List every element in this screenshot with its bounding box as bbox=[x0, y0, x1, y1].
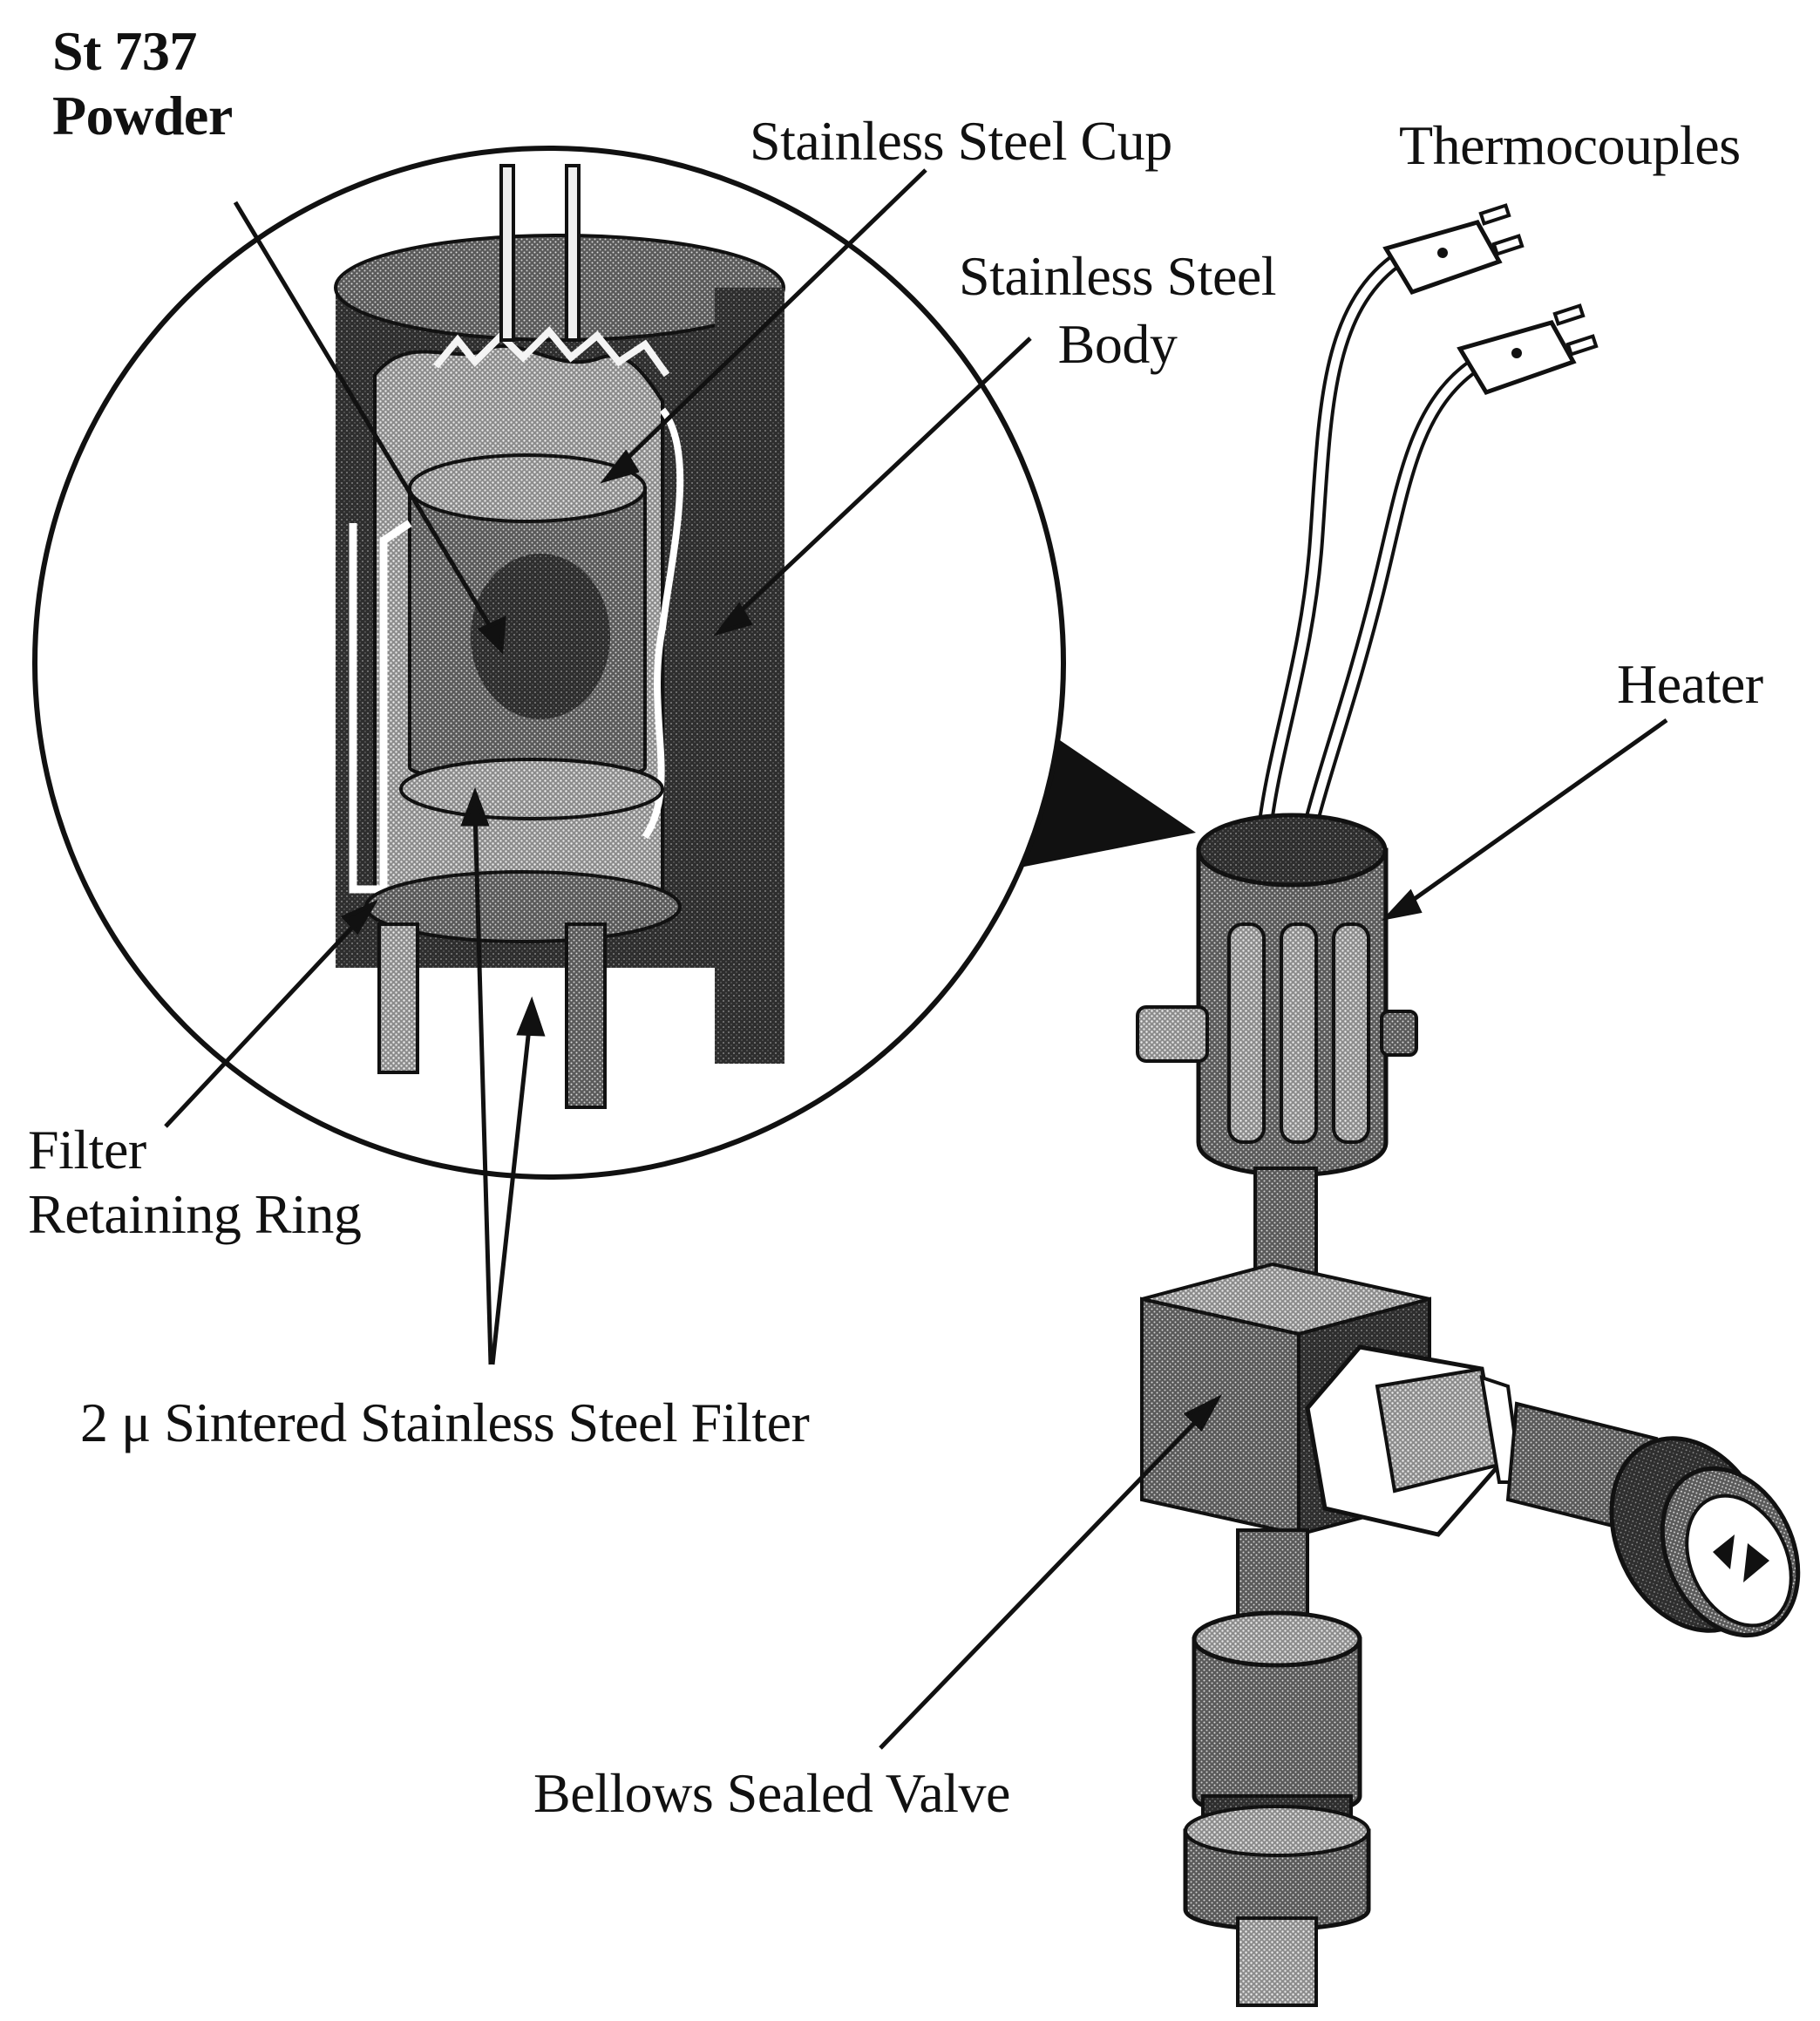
leader-body bbox=[713, 337, 1032, 636]
label-heater-text: Heater bbox=[1617, 653, 1763, 715]
valve-fitting bbox=[1305, 1344, 1801, 1638]
label-stainless-steel-body-line1: Stainless Steel bbox=[959, 245, 1277, 307]
label-thermocouples: Thermocouples bbox=[1399, 113, 1741, 178]
label-st737-powder-line1: St 737 bbox=[52, 20, 197, 82]
thermocouple-plug-2 bbox=[1457, 303, 1599, 396]
leader-filter-2 bbox=[490, 996, 546, 1365]
label-sintered-filter: 2 μ Sintered Stainless Steel Filter bbox=[80, 1391, 810, 1455]
label-stainless-steel-cup: Stainless Steel Cup bbox=[750, 109, 1172, 174]
leader-powder bbox=[233, 201, 506, 655]
label-stainless-steel-body-line2: Body bbox=[1057, 313, 1178, 375]
label-thermocouples-text: Thermocouples bbox=[1399, 114, 1741, 176]
thermocouple-plug-1 bbox=[1382, 203, 1525, 296]
label-st737-powder: St 737 Powder bbox=[52, 19, 233, 148]
label-sintered-filter-text: 2 μ Sintered Stainless Steel Filter bbox=[80, 1392, 810, 1453]
leader-cup bbox=[600, 168, 927, 484]
magnified-inset bbox=[32, 146, 1196, 1180]
steel-body-cutaway bbox=[334, 164, 785, 1109]
label-stainless-steel-body: Stainless Steel Body bbox=[959, 244, 1277, 377]
leader-filter-1 bbox=[460, 786, 493, 1365]
label-st737-powder-line2: Powder bbox=[52, 85, 233, 146]
label-heater: Heater bbox=[1617, 652, 1763, 717]
label-filter-retaining-ring-line2: Retaining Ring bbox=[28, 1183, 362, 1245]
label-filter-retaining-ring-line1: Filter bbox=[28, 1119, 146, 1181]
label-bellows-sealed-valve: Bellows Sealed Valve bbox=[533, 1761, 1010, 1826]
label-filter-retaining-ring: Filter Retaining Ring bbox=[28, 1118, 362, 1247]
heater-block bbox=[1136, 813, 1418, 1177]
leader-lines bbox=[164, 168, 1668, 1750]
leader-heater bbox=[1381, 718, 1668, 921]
label-stainless-steel-cup-text: Stainless Steel Cup bbox=[750, 110, 1172, 172]
bellows-valve-body bbox=[1183, 1610, 1371, 2007]
label-bellows-sealed-valve-text: Bellows Sealed Valve bbox=[533, 1762, 1010, 1824]
thermocouple-wire-2 bbox=[1300, 358, 1481, 845]
leader-valve bbox=[879, 1394, 1223, 1750]
leader-ring bbox=[164, 899, 379, 1128]
purifier-assembly bbox=[1136, 203, 1801, 2007]
